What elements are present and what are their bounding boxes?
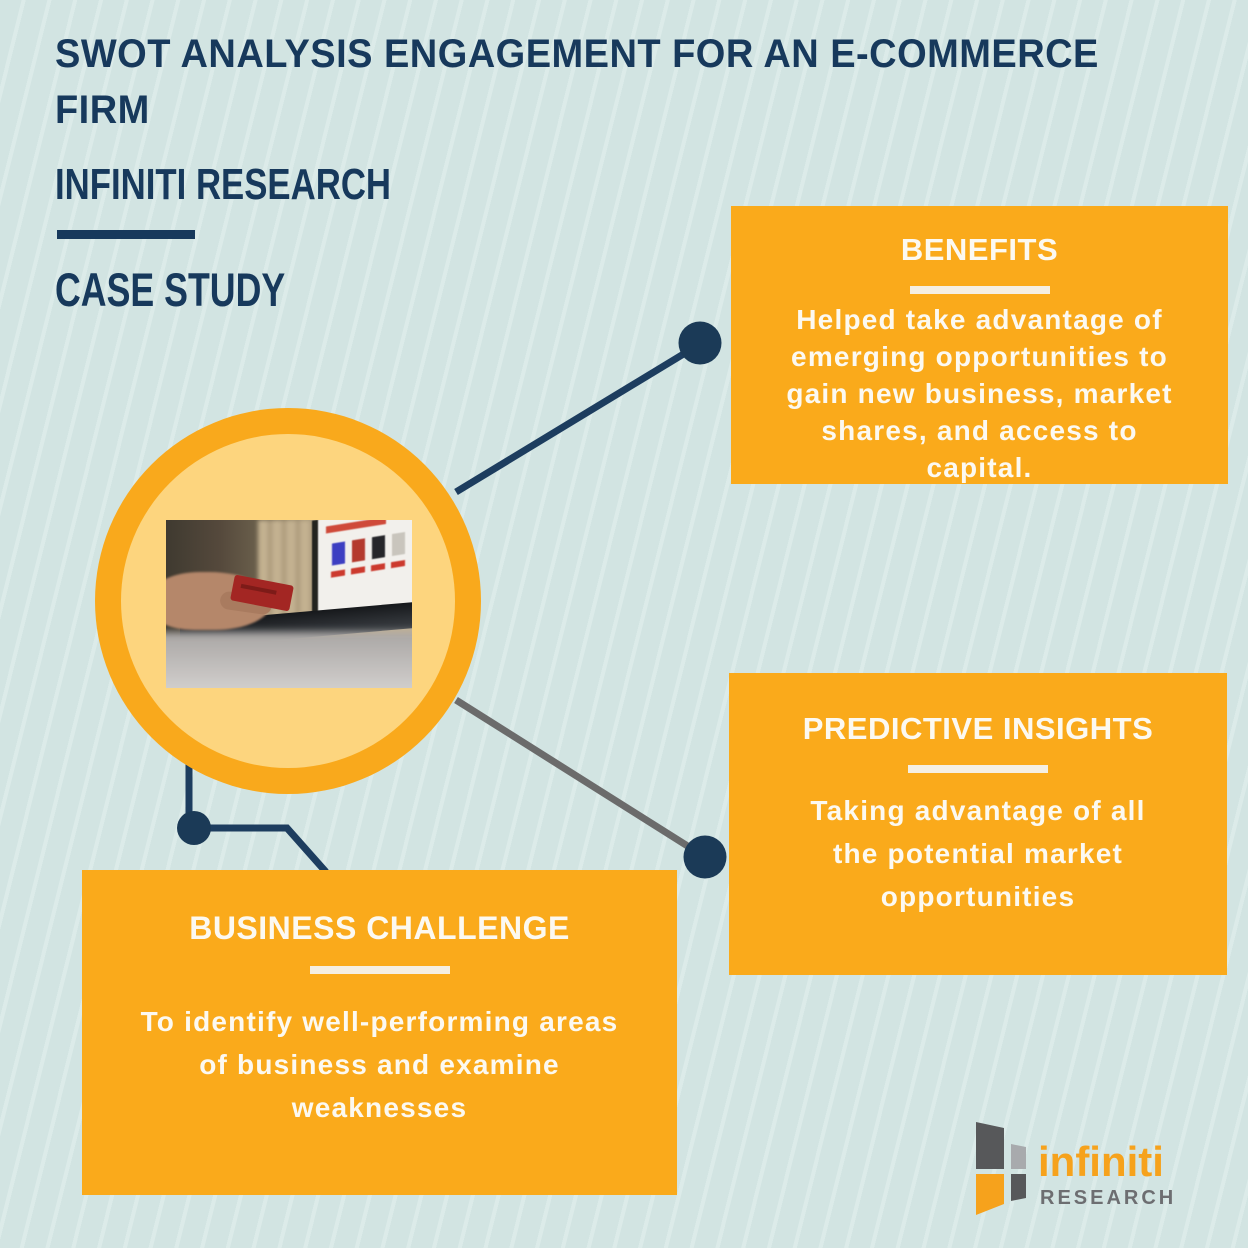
page-title-line-1: SWOT ANALYSIS ENGAGEMENT FOR AN E-COMMER… bbox=[55, 32, 1099, 76]
photo-credit-card-text bbox=[240, 583, 277, 595]
connector-line-predictive-insights bbox=[454, 697, 707, 860]
card-predictive-insights-divider bbox=[908, 765, 1048, 773]
logo-pane-bottom-right bbox=[1011, 1174, 1026, 1201]
card-predictive-insights-title: PREDICTIVE INSIGHTS bbox=[802, 711, 1154, 746]
card-benefits: BENEFITS Helped take advantage of emergi… bbox=[731, 206, 1228, 484]
connector-dot-business-challenge bbox=[177, 811, 211, 845]
logo-brand-text: infiniti bbox=[1038, 1138, 1164, 1185]
card-business-challenge: BUSINESS CHALLENGE To identify well-perf… bbox=[82, 870, 677, 1195]
card-business-challenge-title: BUSINESS CHALLENGE bbox=[189, 910, 570, 946]
photo-webshop-header bbox=[326, 520, 386, 534]
case-study-label: CASE STUDY bbox=[55, 263, 286, 316]
photo-product-tile bbox=[332, 541, 345, 566]
connector-dot-predictive-insights bbox=[683, 835, 727, 879]
title-divider bbox=[57, 230, 195, 239]
card-body-line: To identify well-performing areas bbox=[140, 1006, 619, 1037]
card-body-line: capital. bbox=[926, 452, 1033, 483]
photo-price-tag bbox=[351, 566, 365, 575]
page-title-line-2: FIRM bbox=[55, 88, 150, 132]
card-body-line: weaknesses bbox=[291, 1092, 468, 1123]
company-name: INFINITI RESEARCH bbox=[55, 160, 392, 209]
card-body-line: Taking advantage of all bbox=[810, 795, 1146, 826]
logo-pane-bottom-left bbox=[976, 1174, 1004, 1215]
card-body-line: shares, and access to bbox=[821, 415, 1138, 446]
card-predictive-insights: PREDICTIVE INSIGHTS Taking advantage of … bbox=[729, 673, 1227, 975]
photo-product-tile bbox=[352, 538, 365, 563]
logo-pane-top-right bbox=[1011, 1144, 1026, 1169]
logo-pane-top-left bbox=[976, 1122, 1004, 1169]
card-body-line: of business and examine bbox=[199, 1049, 560, 1080]
photo-desk bbox=[166, 632, 412, 688]
connector-dot-benefits bbox=[678, 321, 722, 365]
photo-price-tag bbox=[331, 569, 345, 578]
ecommerce-photo bbox=[166, 520, 412, 688]
card-benefits-divider bbox=[909, 286, 1050, 294]
infiniti-research-logo: infiniti RESEARCH bbox=[976, 1122, 1176, 1215]
card-body-line: the potential market bbox=[832, 838, 1124, 869]
card-benefits-title: BENEFITS bbox=[900, 232, 1059, 267]
photo-product-tile bbox=[372, 535, 385, 560]
card-body-line: emerging opportunities to bbox=[791, 341, 1168, 372]
card-body-line: Helped take advantage of bbox=[796, 304, 1163, 335]
card-business-challenge-divider bbox=[309, 966, 450, 974]
photo-product-tile bbox=[392, 531, 405, 557]
card-body-line: opportunities bbox=[880, 881, 1076, 912]
photo-price-tag bbox=[391, 559, 405, 569]
logo-subbrand-text: RESEARCH bbox=[1040, 1187, 1176, 1209]
photo-price-tag bbox=[371, 563, 385, 572]
connector-line-benefits bbox=[454, 341, 702, 495]
card-body-line: gain new business, market bbox=[786, 378, 1173, 409]
